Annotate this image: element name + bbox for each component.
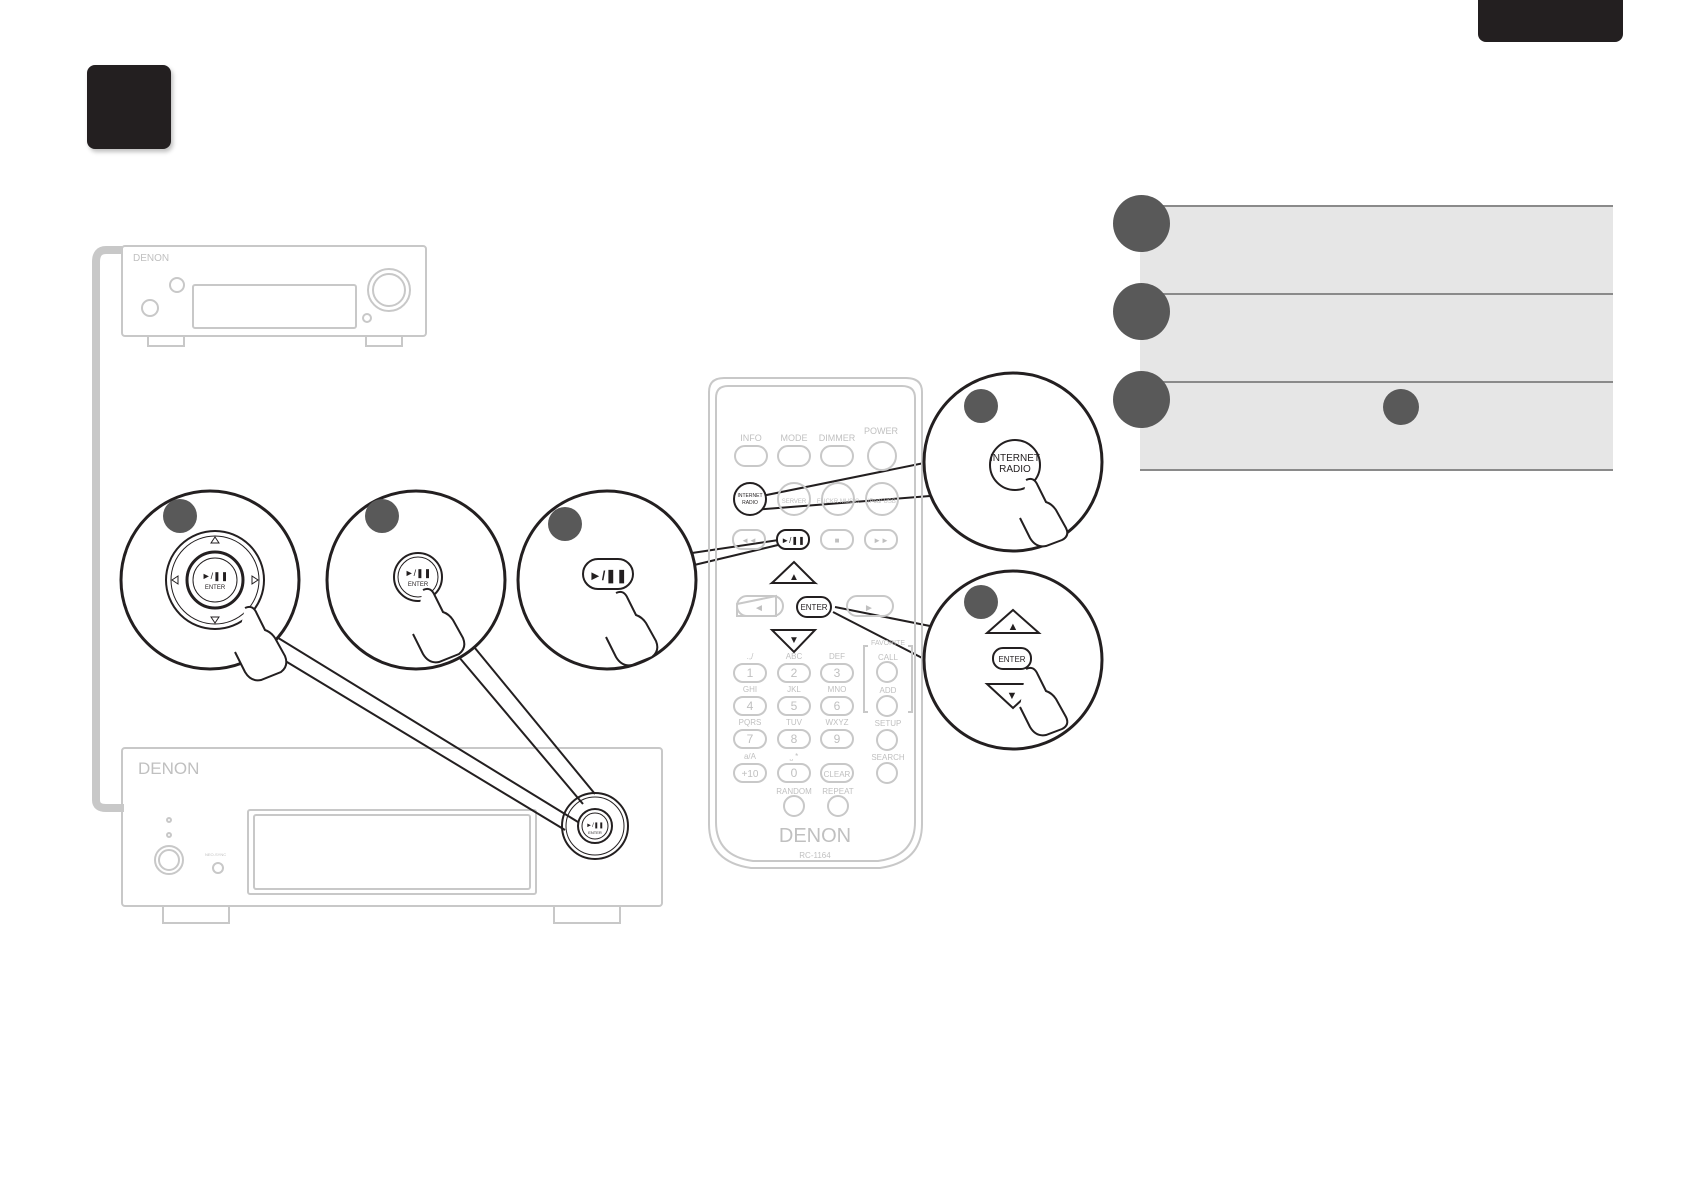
- svg-text:CLEAR: CLEAR: [824, 770, 851, 779]
- callout-step-badge: [964, 389, 998, 423]
- remote-model: RC-1164: [799, 851, 831, 860]
- svg-text:4: 4: [747, 699, 754, 713]
- chapter-marker: [87, 65, 171, 149]
- svg-text:7: 7: [747, 732, 754, 746]
- top-device-brand: DENON: [133, 253, 169, 264]
- step-2: [1113, 283, 1613, 381]
- callout-step-badge: [964, 585, 998, 619]
- steps-panel: [1113, 195, 1613, 471]
- svg-text:FLICKR MUSIC: FLICKR MUSIC: [817, 499, 860, 505]
- svg-text:■: ■: [835, 536, 840, 545]
- remote-down-button[interactable]: ▼: [769, 629, 818, 654]
- svg-text:1: 1: [747, 666, 754, 680]
- svg-text:5: 5: [791, 699, 798, 713]
- svg-text:▼: ▼: [789, 635, 799, 646]
- svg-text:TUV: TUV: [786, 718, 803, 727]
- svg-text:ABC: ABC: [786, 652, 803, 661]
- remote-brand: DENON: [779, 825, 851, 847]
- remote-labels: INFO MODE DIMMER POWER SERVER FLICKR MUS…: [739, 426, 906, 796]
- svg-text:6: 6: [834, 699, 841, 713]
- callout-main-button: ►/❚❚ ENTER: [325, 489, 507, 671]
- callout-internet-radio: INTERNET RADIO: [922, 371, 1104, 553]
- knob-enter-label: ENTER: [588, 830, 602, 835]
- remote-play-pause-button[interactable]: ►/❚❚: [776, 529, 810, 550]
- callout-remote-play: ►/❚❚: [516, 489, 698, 671]
- svg-text:►/❚❚: ►/❚❚: [781, 536, 805, 545]
- svg-text:MNO: MNO: [828, 685, 847, 694]
- callout-cursor-enter: ▲ ENTER ▼: [922, 569, 1104, 751]
- remote-internet-radio-button[interactable]: INTERNET RADIO: [733, 482, 767, 516]
- svg-text:►: ►: [864, 603, 874, 614]
- svg-text:INTERNET: INTERNET: [738, 493, 763, 499]
- svg-text:2: 2: [791, 666, 798, 680]
- step-number-badge: [1113, 371, 1170, 428]
- knob-play-label: ►/❚❚: [586, 822, 604, 829]
- main-device-knob[interactable]: ►/❚❚ ENTER: [561, 792, 629, 860]
- callout-knob-play: ►/❚❚: [202, 571, 229, 582]
- svg-text:MODE: MODE: [781, 433, 808, 443]
- callout-step-badge: [163, 499, 197, 533]
- remote-buttons: [732, 441, 899, 617]
- svg-text:DEF: DEF: [829, 652, 845, 661]
- inline-reference-badge: [1383, 389, 1419, 425]
- callout-knob: ►/❚❚ ENTER: [119, 489, 301, 682]
- callout-enter-label: ENTER: [998, 655, 1025, 664]
- svg-text:3: 3: [834, 666, 841, 680]
- callout-down-label: ▼: [1007, 690, 1018, 702]
- svg-text:◄◄: ◄◄: [741, 536, 757, 545]
- callout-step-badge: [365, 499, 399, 533]
- svg-text:⎵ *: ⎵ *: [790, 752, 799, 761]
- svg-text:iPod/ USB: iPod/ USB: [868, 499, 896, 505]
- remote-up-button[interactable]: ▲: [768, 560, 819, 585]
- svg-text:SEARCH: SEARCH: [871, 753, 905, 762]
- step-number-badge: [1113, 195, 1170, 252]
- step-3: [1113, 371, 1613, 471]
- svg-text:▲: ▲: [789, 572, 799, 583]
- svg-text:FAVORITE: FAVORITE: [871, 640, 905, 647]
- svg-text:PQRS: PQRS: [739, 718, 762, 727]
- remote-enter-button[interactable]: ENTER: [796, 596, 832, 618]
- svg-text:◄: ◄: [754, 603, 764, 614]
- svg-text:REPEAT: REPEAT: [822, 787, 854, 796]
- step-1: [1113, 195, 1613, 293]
- callout-step-badge: [548, 507, 582, 541]
- svg-text:.,/: .,/: [747, 652, 754, 661]
- svg-text:CALL: CALL: [878, 653, 899, 662]
- svg-text:INFO: INFO: [740, 433, 762, 443]
- svg-text:JKL: JKL: [787, 685, 801, 694]
- svg-text:a/A: a/A: [744, 752, 757, 761]
- callout-up-label: ▲: [1008, 621, 1019, 633]
- callout-radio-line2: RADIO: [999, 464, 1031, 475]
- callout-main-enter: ENTER: [408, 582, 429, 588]
- connection-cable: [92, 246, 124, 812]
- main-device: [121, 747, 663, 924]
- svg-text:POWER: POWER: [864, 426, 899, 436]
- svg-text:SERVER: SERVER: [782, 499, 807, 505]
- svg-text:WXYZ: WXYZ: [825, 718, 848, 727]
- svg-text:+10: +10: [742, 769, 759, 780]
- svg-text:0: 0: [791, 766, 798, 780]
- svg-text:SETUP: SETUP: [875, 719, 902, 728]
- remote-control: [708, 377, 923, 869]
- svg-text:RADIO: RADIO: [742, 500, 758, 506]
- top-device: [121, 245, 427, 347]
- svg-text:9: 9: [834, 732, 841, 746]
- svg-text:ENTER: ENTER: [800, 603, 827, 612]
- svg-text:8: 8: [791, 732, 798, 746]
- svg-text:GHI: GHI: [743, 685, 757, 694]
- callout-knob-enter: ENTER: [205, 585, 226, 591]
- callout-remote-play-label: ►/❚❚: [589, 568, 627, 584]
- page-tab: [1478, 0, 1623, 42]
- step-number-badge: [1113, 283, 1170, 340]
- main-device-brand: DENON: [138, 759, 199, 778]
- callout-main-play: ►/❚❚: [405, 568, 432, 579]
- svg-text:ADD: ADD: [880, 686, 897, 695]
- remote-keypad: [733, 645, 913, 817]
- svg-text:RANDOM: RANDOM: [776, 787, 812, 796]
- callout-radio-line1: INTERNET: [990, 453, 1040, 464]
- main-device-pair-label: NEO-SYNC: [205, 852, 226, 857]
- svg-text:DIMMER: DIMMER: [819, 433, 856, 443]
- svg-text:►►: ►►: [873, 536, 889, 545]
